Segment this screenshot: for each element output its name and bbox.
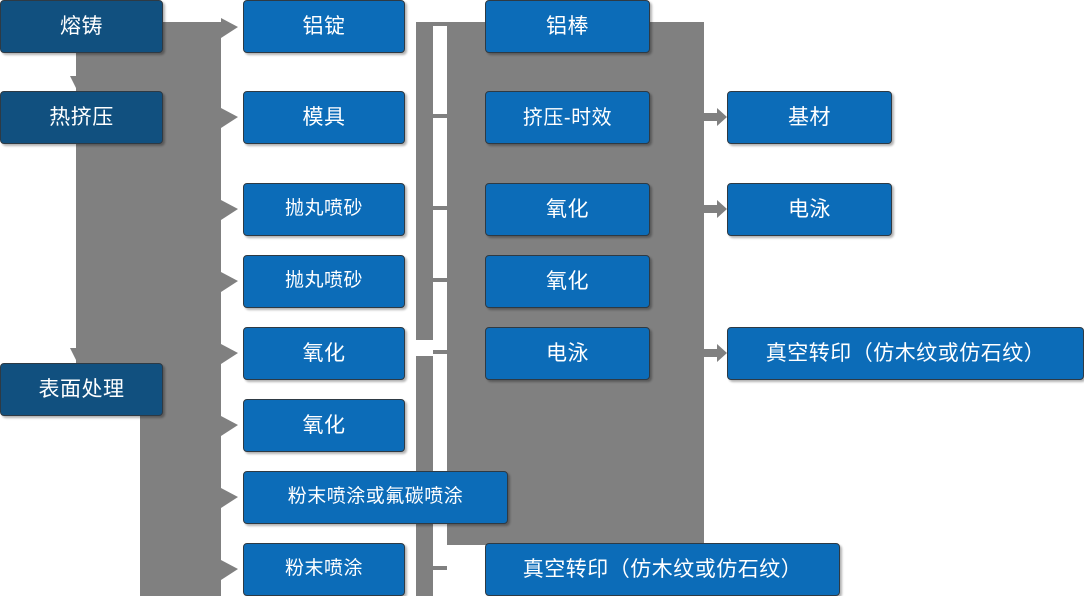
detail-vacuum-transfer-label: 真空转印（仿木纹或仿石纹） <box>522 557 803 581</box>
detail-aluminum-bar[interactable]: 铝棒 <box>485 0 650 53</box>
detail-electrophoresis-label: 电泳 <box>546 341 589 365</box>
proc-aluminum-ingot[interactable]: 铝锭 <box>243 0 405 53</box>
detail-oxidation-2[interactable]: 氧化 <box>485 255 650 308</box>
stage-melt-cast-label: 熔铸 <box>60 14 103 38</box>
detail-extrusion-aging[interactable]: 挤压-时效 <box>485 91 650 144</box>
output-arrows <box>704 108 727 362</box>
stage-hot-extrude-label: 热挤压 <box>49 105 114 129</box>
proc-mold[interactable]: 模具 <box>243 91 405 144</box>
output-vacuum-transfer-label: 真空转印（仿木纹或仿石纹） <box>765 341 1046 365</box>
detail-vacuum-transfer[interactable]: 真空转印（仿木纹或仿石纹） <box>485 543 840 596</box>
detail-electrophoresis[interactable]: 电泳 <box>485 327 650 380</box>
proc-powder-or-fluorocarbon[interactable]: 粉末喷涂或氟碳喷涂 <box>243 471 508 524</box>
output-electrophoresis[interactable]: 电泳 <box>727 183 892 236</box>
proc-powder-coating[interactable]: 粉末喷涂 <box>243 543 405 596</box>
proc-oxidation-1[interactable]: 氧化 <box>243 327 405 380</box>
proc-oxidation-2[interactable]: 氧化 <box>243 399 405 452</box>
output-vacuum-transfer[interactable]: 真空转印（仿木纹或仿石纹） <box>727 327 1084 380</box>
detail-oxidation-2-label: 氧化 <box>546 269 589 293</box>
proc-oxidation-2-label: 氧化 <box>302 413 346 437</box>
proc-powder-coating-label: 粉末喷涂 <box>284 558 363 580</box>
stage-hot-extrude[interactable]: 热挤压 <box>0 91 163 144</box>
detail-oxidation-1-label: 氧化 <box>546 197 589 221</box>
proc-aluminum-ingot-label: 铝锭 <box>302 14 346 38</box>
proc-shot-blast-1[interactable]: 抛丸喷砂 <box>243 183 405 236</box>
proc-shot-blast-2-label: 抛丸喷砂 <box>284 270 363 292</box>
output-substrate-label: 基材 <box>788 105 831 129</box>
stage-surface-treatment-label: 表面处理 <box>38 377 125 401</box>
proc-powder-or-fluorocarbon-label: 粉末喷涂或氟碳喷涂 <box>287 486 464 508</box>
proc-oxidation-1-label: 氧化 <box>302 341 346 365</box>
output-substrate[interactable]: 基材 <box>727 91 892 144</box>
detail-aluminum-bar-label: 铝棒 <box>546 14 589 38</box>
detail-extrusion-aging-label: 挤压-时效 <box>522 106 613 129</box>
stage-melt-cast[interactable]: 熔铸 <box>0 0 163 53</box>
proc-shot-blast-1-label: 抛丸喷砂 <box>284 198 363 220</box>
detail-oxidation-1[interactable]: 氧化 <box>485 183 650 236</box>
proc-mold-label: 模具 <box>302 105 346 129</box>
stage-surface-treatment[interactable]: 表面处理 <box>0 363 163 416</box>
output-electrophoresis-label: 电泳 <box>788 197 831 221</box>
proc-shot-blast-2[interactable]: 抛丸喷砂 <box>243 255 405 308</box>
